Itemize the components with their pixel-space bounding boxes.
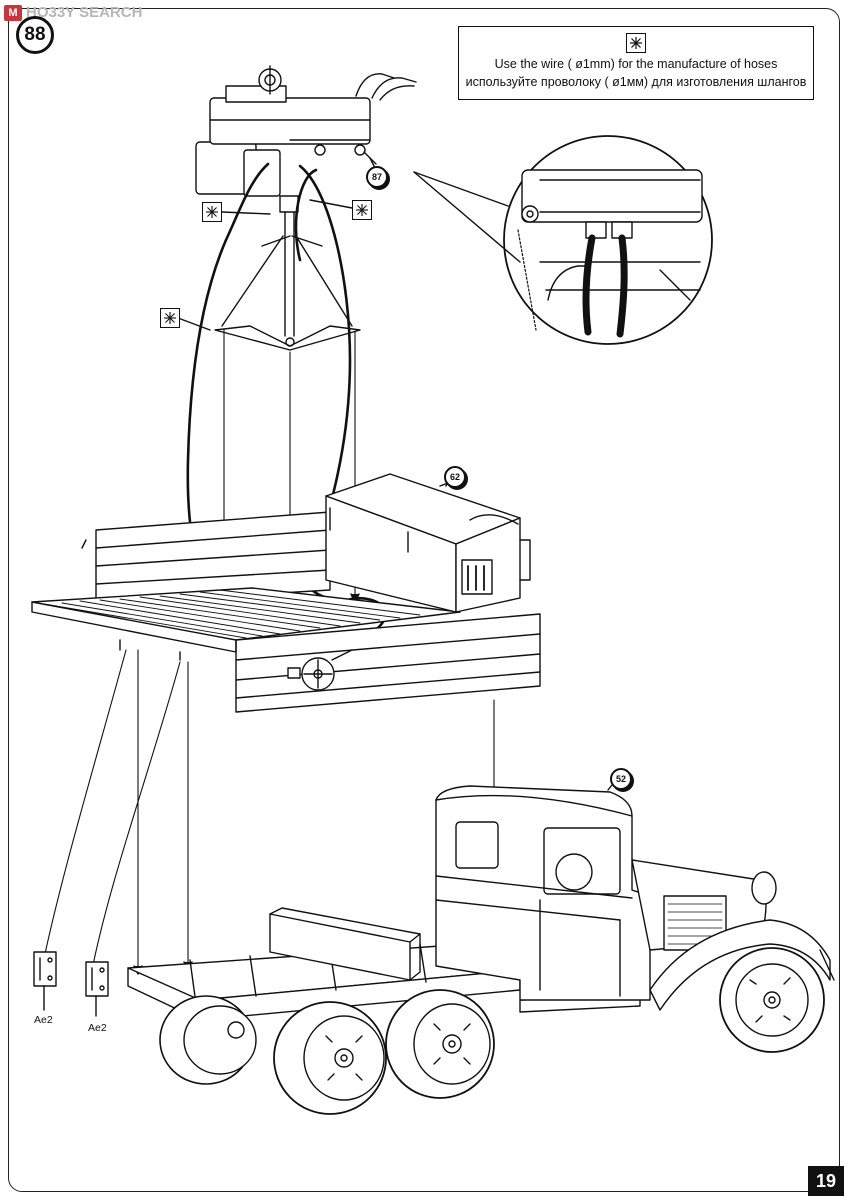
part-label-ae2-right: Ae2 bbox=[88, 1022, 107, 1034]
asterisk-icon bbox=[160, 308, 180, 328]
note-text-en: Use the wire ( ø1mm) for the manufacture… bbox=[494, 57, 778, 71]
watermark: M HO33Y SEARCH bbox=[4, 4, 142, 21]
machine-gun-assembly bbox=[195, 65, 417, 197]
asterisk-icon bbox=[626, 33, 646, 53]
watermark-badge: M bbox=[4, 4, 22, 21]
step-number: 88 bbox=[16, 16, 54, 54]
page-number: 19 bbox=[808, 1166, 844, 1196]
callout-part-62: 62 bbox=[444, 466, 466, 488]
gun-tripod bbox=[214, 195, 361, 351]
hinge-parts bbox=[33, 951, 109, 1017]
rear-wheels bbox=[159, 989, 495, 1115]
cargo-bed bbox=[31, 511, 541, 713]
detail-inset bbox=[413, 135, 713, 345]
front-wheel bbox=[719, 947, 825, 1053]
ammo-box bbox=[325, 473, 531, 613]
truck-chassis bbox=[127, 907, 641, 1021]
asterisk-icon bbox=[352, 200, 372, 220]
part-label-ae2-left: Ae2 bbox=[34, 1014, 53, 1026]
asterisk-icon bbox=[202, 202, 222, 222]
truck-cab bbox=[435, 785, 651, 1001]
callout-part-52: 52 bbox=[610, 768, 632, 790]
truck-hood bbox=[631, 859, 835, 1011]
callout-part-87: 87 bbox=[366, 166, 388, 188]
note-box: Use the wire ( ø1mm) for the manufacture… bbox=[458, 26, 814, 100]
page-frame bbox=[8, 8, 840, 1192]
note-text-ru: используйте проволоку ( ø1мм) для изгото… bbox=[465, 75, 807, 89]
watermark-text: HO33Y SEARCH bbox=[26, 4, 143, 21]
